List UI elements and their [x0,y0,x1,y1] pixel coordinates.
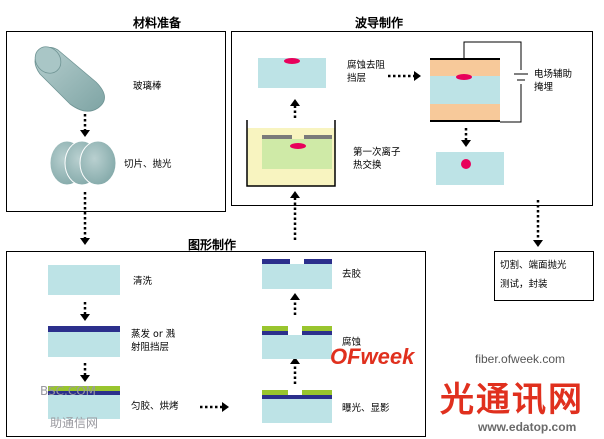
material-prep-title: 材料准备 [133,16,182,30]
substrate-core-surface [258,58,326,88]
substrate-exposed [262,390,332,423]
substrate-stripped [262,259,332,289]
waveguide-title: 波导制作 [355,16,404,30]
label-spin-bake: 匀胶、烘烤 [131,401,179,412]
label-etch-remove-line1: 腐蚀去阻 [347,60,386,71]
label-field-assist-line1: 电场辅助 [534,69,573,80]
substrate-with-resist [48,386,120,419]
watermark-fiber-url: fiber.ofweek.com [475,352,566,366]
label-evap-line2: 射阻挡层 [131,342,170,353]
glass-rod-icon [34,46,105,112]
watermark-left-line2: 助通信网 [50,416,99,430]
label-final-line2: 测试，封装 [500,279,548,290]
substrate-with-mask [48,326,120,357]
ion-exchange-bath [246,120,336,187]
watermark-big-text: 光通讯网 [440,380,584,420]
substrate-etched [262,326,332,359]
pattern-title: 图形制作 [188,238,237,252]
watermark-ofweek-logo: OFweek [330,344,415,369]
label-glass-rod: 玻璃棒 [133,81,162,92]
label-strip-resist: 去胶 [342,269,362,280]
label-ion-exchange-line1: 第一次离子 [353,147,401,158]
label-etch-remove-line2: 挡层 [347,73,367,84]
label-evap-line1: 蒸发 or 溅 [131,329,176,340]
label-clean: 清洗 [133,276,153,287]
substrate-clean [48,265,120,295]
wafer-discs-icon [49,140,117,186]
watermark-site-url: www.edatop.com [478,420,577,434]
label-slice-polish: 切片、抛光 [124,159,172,170]
label-expose-develop: 曝光、显影 [342,403,390,414]
field-assist-setup [430,41,528,123]
buried-waveguide [436,152,504,185]
label-etch: 腐蚀 [342,337,362,348]
label-ion-exchange-line2: 热交换 [353,160,382,171]
label-final-line1: 切割、端面抛光 [500,260,567,271]
watermark-left-line1: BSC.COM [40,384,97,398]
label-field-assist-line2: 掩埋 [534,82,554,93]
final-step-box [494,251,594,301]
